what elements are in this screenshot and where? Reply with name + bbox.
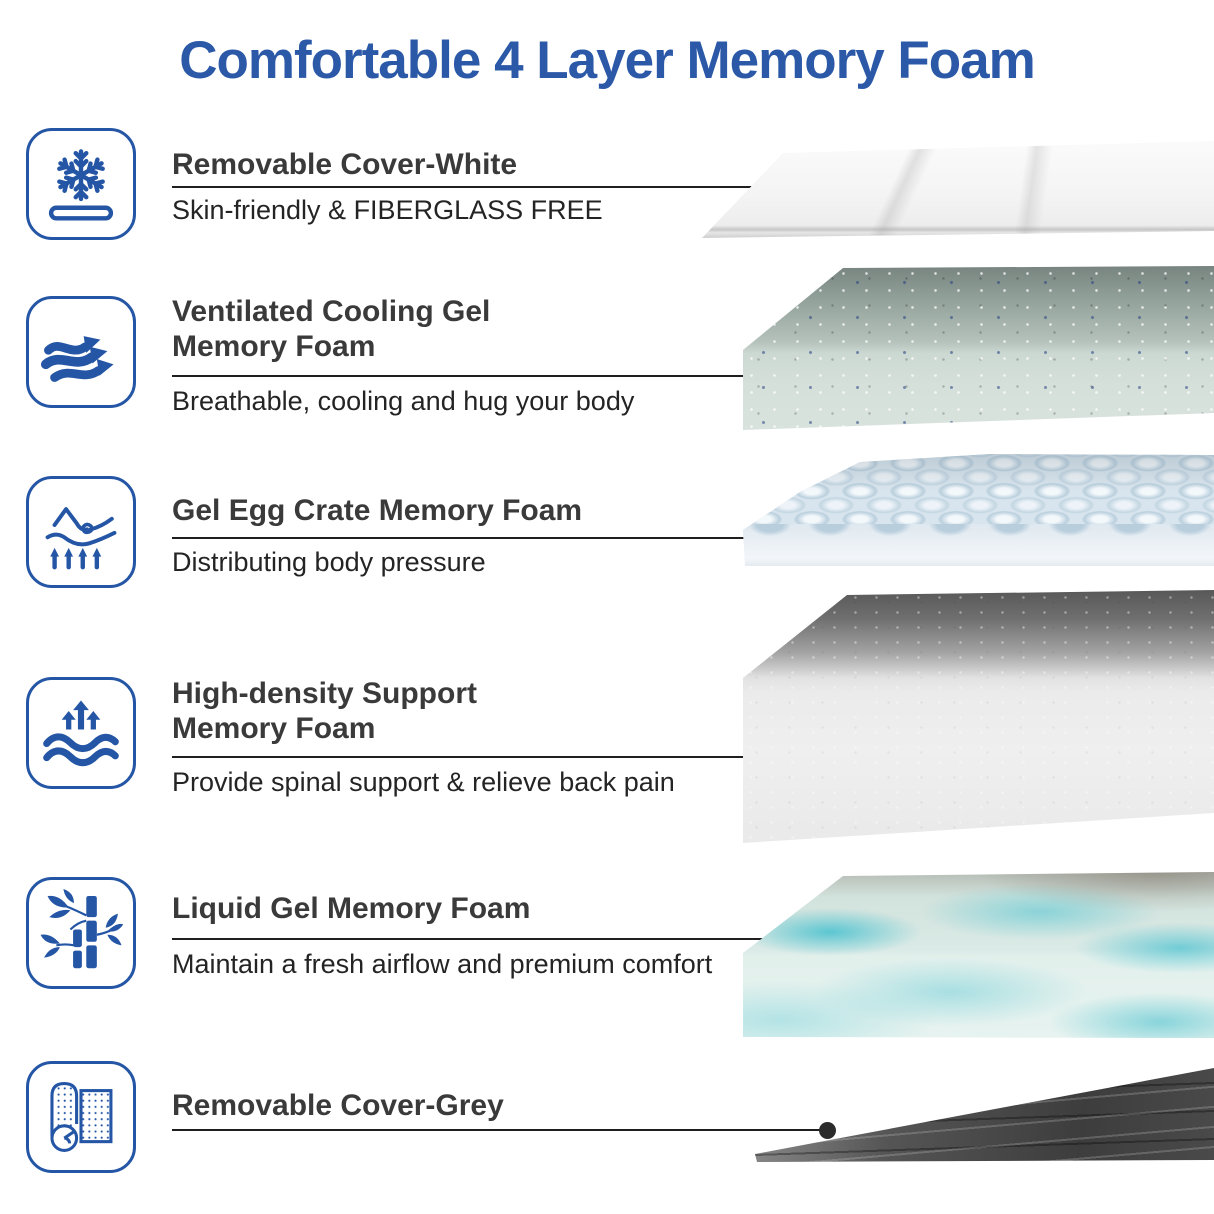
title-rule-connector <box>172 375 820 377</box>
icon-box <box>26 877 136 989</box>
feature-description: Breathable, cooling and hug your body <box>172 386 635 416</box>
body-pressure-icon <box>45 507 117 570</box>
layer-grey-cover-image <box>755 1068 1214 1162</box>
support-arrows-waves-icon <box>43 700 119 767</box>
icon-box <box>26 296 136 408</box>
icon-box <box>26 128 136 240</box>
rolled-cover-icon <box>50 1082 113 1152</box>
layer-liquid-gel-foam-image <box>743 872 1214 1038</box>
feature-title: Ventilated Cooling Gel Memory Foam <box>172 295 491 363</box>
icon-box <box>26 677 136 789</box>
feature-title: Gel Egg Crate Memory Foam <box>172 494 583 527</box>
title-rule-connector <box>172 537 820 539</box>
airflow-waves-icon <box>40 336 114 382</box>
feature-description: Maintain a fresh airflow and premium com… <box>172 949 713 979</box>
feature-description: Distributing body pressure <box>172 547 486 577</box>
title-rule-connector <box>172 938 820 940</box>
icon-box <box>26 1061 136 1173</box>
egg-crate-front-face <box>743 524 1214 566</box>
feature-title: Removable Cover-White <box>172 148 518 181</box>
feature-description: Provide spinal support & relieve back pa… <box>172 767 675 797</box>
feature-description: Skin-friendly & FIBERGLASS FREE <box>172 195 603 225</box>
snowflake-mattress-icon <box>48 140 114 221</box>
title-rule-connector <box>172 756 820 758</box>
bamboo-icon <box>40 889 124 969</box>
layer-cooling-gel-foam-image <box>743 266 1214 430</box>
title-rule-connector <box>172 186 761 188</box>
feature-title: High-density Support Memory Foam <box>172 677 477 745</box>
layer-white-cover-image <box>702 141 1214 238</box>
connector-dot <box>819 1122 836 1139</box>
feature-title: Removable Cover-Grey <box>172 1089 504 1122</box>
page-title: Comfortable 4 Layer Memory Foam <box>179 31 1036 90</box>
layer-egg-crate-foam-image <box>743 454 1214 566</box>
title-rule-connector <box>172 1129 820 1131</box>
layer-support-foam-image <box>743 590 1214 843</box>
feature-title: Liquid Gel Memory Foam <box>172 892 531 925</box>
icon-box <box>26 476 136 588</box>
